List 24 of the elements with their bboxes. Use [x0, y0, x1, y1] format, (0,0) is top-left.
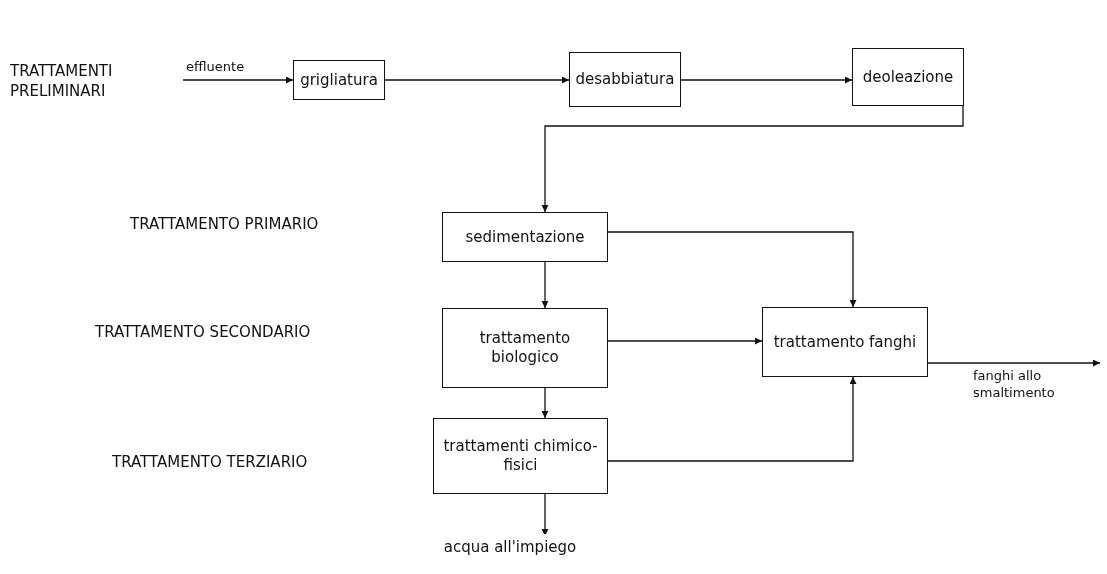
arrow [182, 76, 294, 84]
process-box: grigliatura [293, 60, 385, 100]
arrow [541, 387, 549, 419]
arrow [927, 359, 1101, 367]
stage-label: TRATTAMENTI PRELIMINARI [10, 62, 113, 101]
process-box: desabbiatura [569, 52, 681, 107]
process-box: trattamenti chimico-fisici [433, 418, 608, 494]
process-box: trattamento biologico [442, 308, 608, 388]
arrow [541, 493, 549, 537]
process-box: trattamento fanghi [762, 307, 928, 377]
stage-label: TRATTAMENTO PRIMARIO [130, 215, 319, 235]
edge-label: fanghi allo smaltimento [973, 368, 1055, 402]
arrow [541, 105, 964, 213]
arrow [607, 376, 857, 462]
process-box: sedimentazione [442, 212, 608, 262]
arrow [607, 337, 763, 345]
process-box: deoleazione [852, 48, 964, 106]
arrow [680, 76, 853, 84]
edge-label: effluente [186, 59, 245, 76]
arrow [607, 231, 857, 308]
stage-label: TRATTAMENTO SECONDARIO [95, 323, 311, 343]
arrow [541, 261, 549, 309]
arrow [384, 76, 570, 84]
stage-label: TRATTAMENTO TERZIARIO [112, 453, 308, 473]
